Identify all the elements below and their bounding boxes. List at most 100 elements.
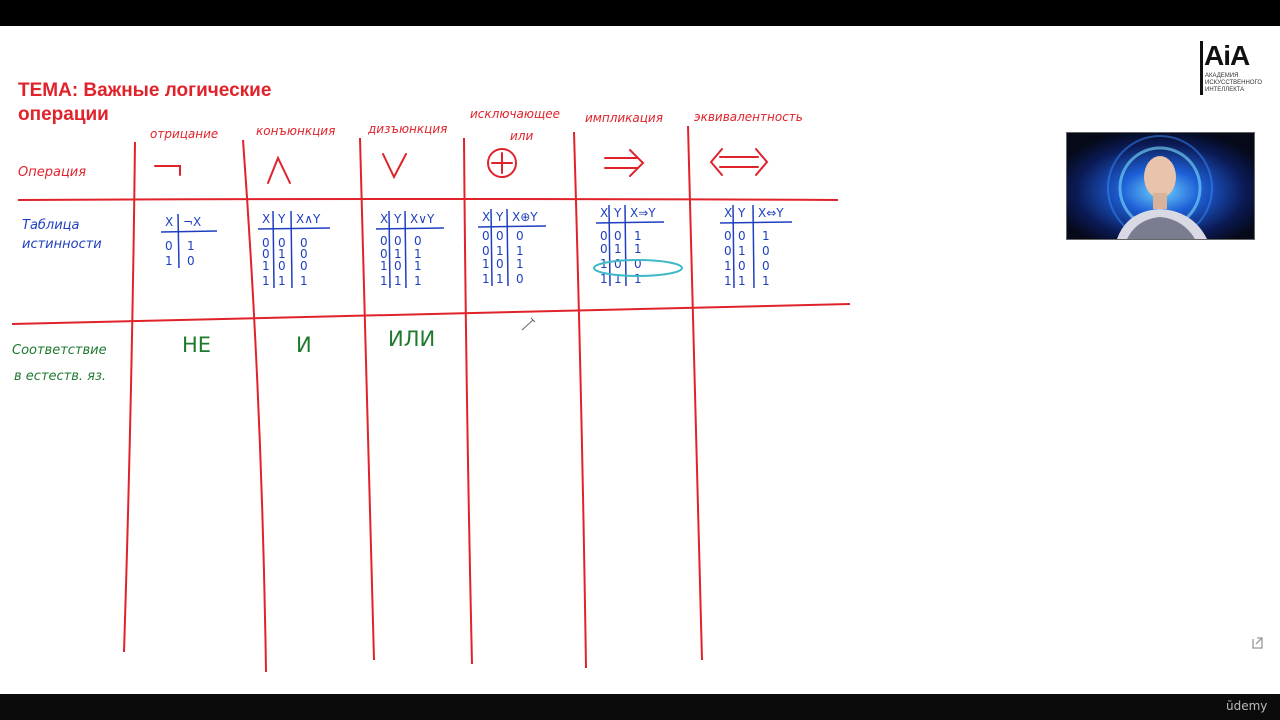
column-name-negation: отрицание [150, 127, 218, 141]
truth-table-separator [404, 210, 407, 289]
truth-table-separator [290, 210, 293, 289]
truth-table-header: Y [277, 212, 286, 226]
truth-table-cell: 1 [516, 257, 524, 271]
truth-table-cell: 0 [380, 247, 388, 261]
truth-table-cell: 0 [600, 242, 608, 256]
truth-table-cell: 1 [414, 247, 422, 261]
truth-table-cell: 0 [482, 244, 490, 258]
truth-table-cell: 1 [394, 274, 402, 288]
truth-table-cell: 0 [394, 234, 402, 248]
row-header-operation: Операция [18, 165, 86, 180]
negation-symbol [154, 165, 181, 176]
truth-table-cell: 1 [516, 244, 524, 258]
row-header-truth-table-1: Таблица [22, 218, 80, 233]
row-header-truth-table-2: истинности [22, 237, 102, 252]
truth-table-cell: 1 [600, 257, 608, 271]
truth-table-cell: 1 [380, 274, 388, 288]
truth-table-underline [595, 221, 665, 224]
truth-table-cell: 0 [496, 229, 504, 243]
truth-table-cell: 0 [762, 244, 770, 258]
column-name-equivalence: эквивалентность [694, 110, 803, 124]
column-name-implication: импликация [585, 111, 663, 125]
truth-table-cell: 0 [380, 234, 388, 248]
truth-table-cell: 1 [300, 274, 308, 288]
truth-table-cell: 1 [614, 242, 622, 256]
truth-table-cell: 0 [614, 257, 622, 271]
truth-table-underline [257, 227, 331, 230]
truth-table-cell: 1 [380, 259, 388, 273]
lecture-slide: ТЕМА: Важные логические операции AiA АКА… [0, 26, 1280, 694]
truth-table-header: X [165, 215, 173, 229]
truth-table-cell: 1 [414, 274, 422, 288]
truth-table-cell: 0 [634, 257, 642, 271]
truth-table-header: X [262, 212, 270, 226]
truth-table-header: X⇔Y [758, 206, 784, 220]
row-header-natural-2: в естеств. яз. [14, 369, 106, 384]
restore-icon[interactable] [1250, 636, 1264, 650]
truth-table-separator [752, 204, 755, 289]
truth-table-separator [388, 210, 391, 289]
natural-conjunction: И [296, 333, 312, 357]
truth-table-header: X [600, 206, 608, 220]
truth-table-cell: 1 [762, 274, 770, 288]
truth-table-cell: 0 [394, 259, 402, 273]
truth-table-cell: 1 [738, 274, 746, 288]
truth-table-cell: 1 [614, 272, 622, 286]
truth-table-cell: 1 [165, 254, 173, 268]
truth-table-separator [624, 204, 627, 287]
natural-disjunction: ИЛИ [388, 327, 435, 351]
truth-table-underline [477, 225, 547, 228]
truth-table-cell: 1 [634, 229, 642, 243]
truth-table-cell: 0 [516, 272, 524, 286]
equivalence-symbol [709, 148, 769, 176]
truth-table-separator [490, 208, 493, 287]
highlight-ellipse [593, 259, 683, 277]
truth-table-cell: 0 [724, 229, 732, 243]
whiteboard: Операция Таблица истинности Соответствие… [11, 107, 851, 673]
truth-table-header: Y [613, 206, 622, 220]
truth-table-cell: 1 [762, 229, 770, 243]
truth-table-cell: 0 [165, 239, 173, 253]
truth-table-cell: 1 [278, 274, 286, 288]
truth-table-cell: 0 [300, 236, 308, 250]
truth-table-header: ¬X [183, 215, 201, 229]
truth-table-cell: 1 [414, 259, 422, 273]
truth-table-cell: 0 [496, 257, 504, 271]
implication-symbol [604, 149, 645, 177]
truth-table-cell: 1 [482, 272, 490, 286]
truth-table-cell: 0 [738, 229, 746, 243]
truth-table-header: X [482, 210, 490, 224]
truth-table-cell: 0 [300, 259, 308, 273]
truth-table-header: X∧Y [296, 212, 321, 226]
truth-table-header: Y [393, 212, 402, 226]
truth-table-cell: 0 [414, 234, 422, 248]
row-header-natural-1: Соответствие [12, 343, 107, 358]
truth-table-header: X [724, 206, 732, 220]
truth-table-cell: 0 [278, 259, 286, 273]
xor-symbol [487, 148, 517, 178]
aia-logo: AiA АКАДЕМИЯ ИСКУССТВЕННОГО ИНТЕЛЛЕКТА [1200, 41, 1266, 95]
natural-negation: НЕ [182, 333, 211, 357]
truth-table-cell: 0 [516, 229, 524, 243]
truth-table-cell: 0 [300, 247, 308, 261]
column-name-xor-1: исключающее [470, 107, 560, 121]
truth-table-cell: 0 [278, 236, 286, 250]
truth-table-cell: 1 [600, 272, 608, 286]
truth-table-cell: 0 [262, 247, 270, 261]
truth-table-cell: 0 [762, 259, 770, 273]
truth-table-separator [506, 208, 509, 287]
truth-table-cell: 1 [394, 247, 402, 261]
truth-table-separator [608, 204, 611, 287]
truth-table-cell: 1 [634, 272, 642, 286]
truth-table-underline [719, 221, 793, 224]
slide-title: ТЕМА: Важные логические операции [18, 80, 272, 125]
truth-table-separator [732, 204, 735, 289]
truth-table-underline [160, 230, 218, 233]
truth-table-cell: 1 [262, 259, 270, 273]
truth-table-cell: 1 [496, 244, 504, 258]
truth-table-separator [177, 213, 180, 269]
truth-table-cell: 0 [600, 229, 608, 243]
player-bottom-bar [0, 694, 1280, 720]
truth-table-separator [272, 210, 275, 289]
grid-lines [11, 125, 851, 673]
